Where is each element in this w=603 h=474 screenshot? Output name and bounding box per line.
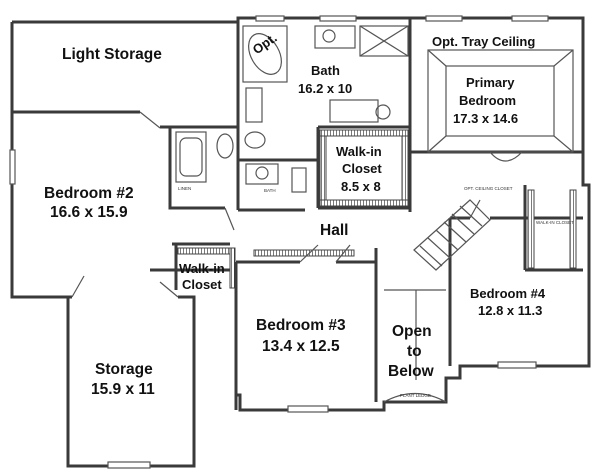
closet-4-note: WALK-IN CLOSET	[536, 220, 574, 225]
sink-2-icon	[245, 163, 279, 185]
walkin-closet-small-label-1: Walk-in	[179, 261, 225, 276]
staircase	[383, 199, 491, 403]
exterior-walls	[10, 16, 591, 468]
ceiling-closet-note: OPT. CEILING CLOSET	[464, 186, 513, 191]
hall-label: Hall	[320, 222, 349, 239]
storage-label: Storage	[95, 361, 153, 378]
vanity-icon	[329, 99, 379, 123]
primary-closet	[319, 129, 409, 207]
toilet-icon	[216, 133, 234, 159]
open-to-below-label-2: to	[407, 343, 422, 360]
bath-label: Bath	[311, 63, 340, 78]
bath-size: 16.2 x 10	[298, 81, 353, 96]
bath-area	[175, 22, 412, 212]
bedroom-2-size: 16.6 x 15.9	[50, 204, 128, 221]
interior-walls	[150, 185, 583, 410]
walkin-closet-primary-label-2: Closet	[342, 161, 382, 176]
open-to-below-label-3: Below	[388, 363, 434, 380]
walkin-closet-primary-label-1: Walk-in	[336, 144, 382, 159]
open-to-below-label-1: Open	[392, 323, 432, 340]
windows	[9, 15, 549, 469]
light-storage-label: Light Storage	[62, 46, 162, 63]
bedroom-4-label: Bedroom #4	[470, 286, 546, 301]
plant-ledge-note: PLANT LEDGE	[400, 393, 431, 398]
primary-bedroom-size: 17.3 x 14.6	[453, 111, 519, 126]
bedroom-3-label: Bedroom #3	[256, 317, 346, 334]
primary-bedroom-label-1: Primary	[466, 75, 515, 90]
primary-bedroom-label-2: Bedroom	[459, 93, 517, 108]
bedroom-3-size: 13.4 x 12.5	[262, 338, 340, 355]
bedroom-2-label: Bedroom #2	[44, 185, 134, 202]
door-swings	[71, 111, 481, 298]
walkin-closet-small-label-2: Closet	[182, 277, 222, 292]
linen-note: LINEN	[178, 186, 192, 191]
bedroom-4-size: 12.8 x 11.3	[478, 303, 543, 318]
walkin-closet-primary-size: 8.5 x 8	[341, 179, 381, 194]
tray-ceiling	[408, 18, 583, 162]
bath-2-note: BATH	[264, 188, 276, 193]
tray-ceiling-label: Opt. Tray Ceiling	[432, 34, 536, 49]
storage-size: 15.9 x 11	[91, 381, 155, 398]
